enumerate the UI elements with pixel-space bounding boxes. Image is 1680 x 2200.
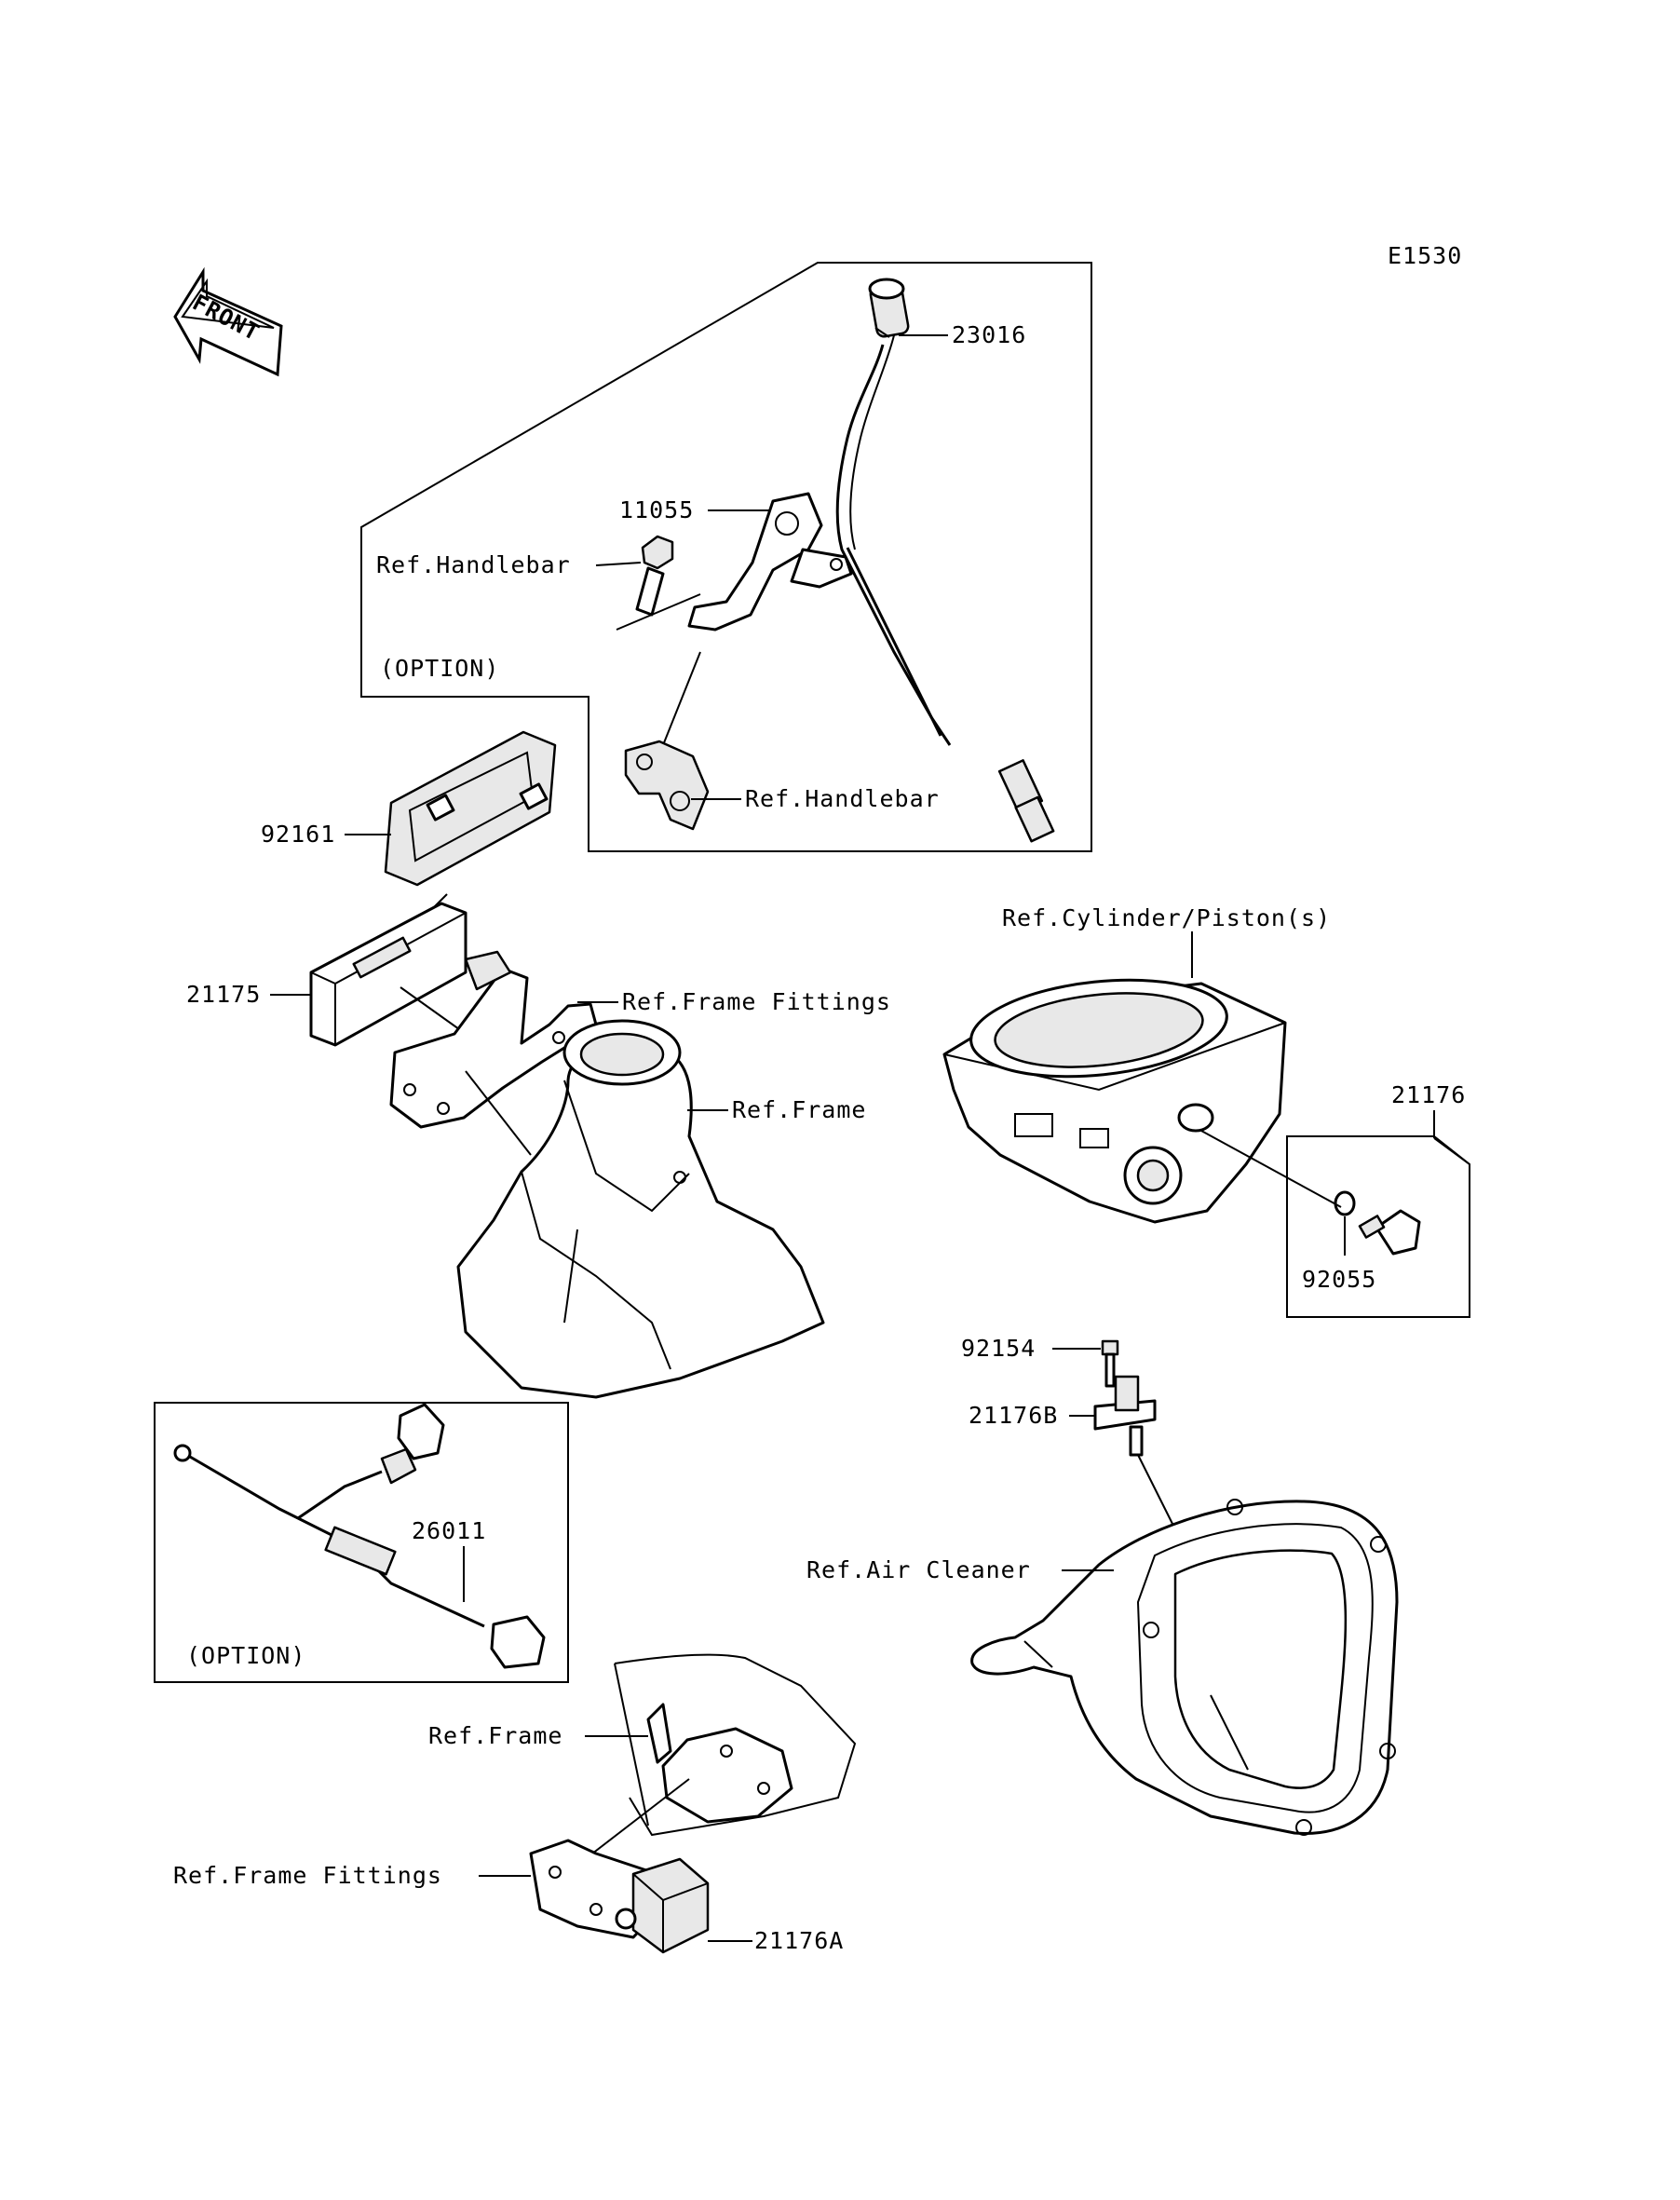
svg-text:FRONT: FRONT <box>188 290 264 346</box>
part-label-21175: 21175 <box>186 981 261 1008</box>
part-label-23016: 23016 <box>952 321 1026 348</box>
frame-lower <box>614 1653 857 1837</box>
part-label-26011: 26011 <box>412 1517 486 1544</box>
ref-cylinder-piston-label: Ref.Cylinder/Piston(s) <box>1002 904 1331 931</box>
ref-frame-fittings-label-2: Ref.Frame Fittings <box>173 1862 442 1889</box>
option-box-top <box>360 262 1092 852</box>
ref-frame-label-2: Ref.Frame <box>428 1722 562 1749</box>
sensor-part-21176B <box>1093 1375 1157 1457</box>
sensor-part-21176A <box>615 1857 710 1954</box>
option-label-top: (OPTION) <box>380 655 499 682</box>
option-label-bottom: (OPTION) <box>186 1642 305 1669</box>
screw-part-92154 <box>1101 1339 1119 1388</box>
ref-frame-label-1: Ref.Frame <box>732 1096 866 1123</box>
ref-handlebar-label-2: Ref.Handlebar <box>745 785 940 812</box>
ecu-bracket <box>389 950 598 1129</box>
part-label-92154: 92154 <box>961 1335 1036 1362</box>
handlebar-clamp <box>624 740 710 831</box>
front-arrow-icon: FRONT <box>173 266 283 377</box>
ref-handlebar-label-1: Ref.Handlebar <box>376 551 571 578</box>
part-label-21176A: 21176A <box>754 1927 844 1954</box>
part-label-92055: 92055 <box>1302 1266 1376 1293</box>
frame-upper <box>456 1019 825 1399</box>
bolt-icon <box>635 535 674 617</box>
switch-part-23016 <box>835 278 1055 843</box>
cover-part-92161 <box>384 730 557 887</box>
harness-part-26011 <box>173 1403 546 1669</box>
diagram-code: E1530 <box>1388 242 1462 269</box>
sensor-part-21176 <box>1334 1190 1421 1256</box>
part-label-11055: 11055 <box>619 496 694 523</box>
cylinder <box>942 978 1287 1224</box>
part-label-21176: 21176 <box>1391 1081 1466 1108</box>
ref-frame-fittings-label-1: Ref.Frame Fittings <box>622 988 891 1015</box>
option-box-bottom <box>154 1402 569 1683</box>
ecu-part-21175 <box>309 902 467 1047</box>
air-cleaner-housing <box>970 1499 1399 1836</box>
ref-air-cleaner-label: Ref.Air Cleaner <box>806 1556 1031 1583</box>
bracket-part-11055 <box>687 492 853 631</box>
part-label-21176B: 21176B <box>969 1402 1058 1429</box>
part-box-21176 <box>1286 1135 1470 1318</box>
part-label-92161: 92161 <box>261 821 335 848</box>
